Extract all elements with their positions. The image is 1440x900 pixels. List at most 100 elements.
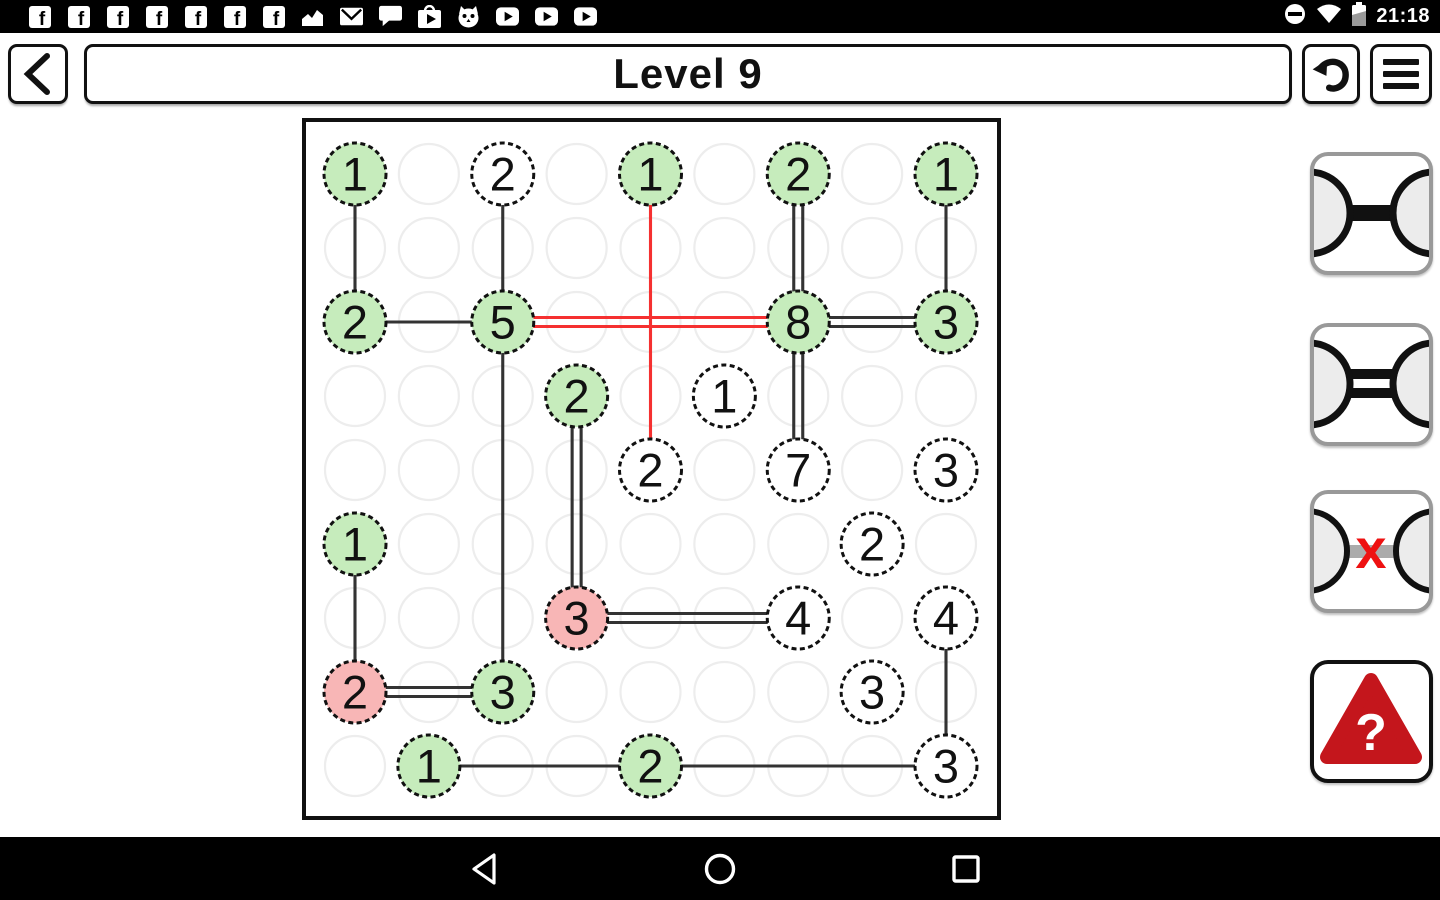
empty-cell bbox=[693, 438, 756, 502]
double-bridge-button[interactable] bbox=[1310, 323, 1433, 446]
node-circle-open bbox=[470, 141, 536, 207]
puzzle-node-5-1[interactable]: 1 bbox=[618, 141, 683, 207]
empty-cell bbox=[397, 216, 460, 280]
puzzle-node-1-3[interactable]: 2 bbox=[322, 289, 388, 355]
node-value: 8 bbox=[785, 296, 811, 349]
nav-back-button[interactable] bbox=[468, 851, 504, 887]
undo-button[interactable] bbox=[1302, 44, 1360, 104]
node-value: 2 bbox=[859, 518, 885, 571]
svg-text:f: f bbox=[194, 9, 201, 28]
single-bridge-icon bbox=[1314, 168, 1429, 258]
do-not-disturb-icon bbox=[1283, 2, 1307, 31]
svg-text:f: f bbox=[77, 9, 84, 28]
node-circle-satisfied bbox=[913, 141, 979, 207]
puzzle-node-4-7[interactable]: 3 bbox=[544, 585, 610, 651]
node-value: 2 bbox=[785, 148, 811, 201]
puzzle-node-7-3[interactable]: 8 bbox=[765, 289, 831, 355]
puzzle-node-7-5[interactable]: 7 bbox=[765, 437, 831, 503]
wifi-icon bbox=[1316, 2, 1342, 31]
no-bridge-button[interactable]: x bbox=[1310, 490, 1433, 613]
chat-icon bbox=[379, 5, 402, 28]
empty-cell bbox=[914, 364, 978, 428]
empty-cell bbox=[545, 216, 608, 280]
node-value: 3 bbox=[933, 296, 959, 349]
puzzle-node-9-1[interactable]: 1 bbox=[913, 141, 979, 207]
node-value: 1 bbox=[711, 370, 737, 423]
svg-text:f: f bbox=[233, 9, 240, 28]
node-circle-open bbox=[913, 585, 979, 651]
nav-home-button[interactable] bbox=[702, 851, 738, 887]
puzzle-node-3-8[interactable]: 3 bbox=[470, 659, 536, 725]
video-icon bbox=[574, 5, 597, 28]
hint-button[interactable]: ? bbox=[1310, 660, 1433, 783]
node-value: 1 bbox=[933, 148, 959, 201]
node-value: 3 bbox=[859, 666, 885, 719]
double-bridge-icon bbox=[1314, 339, 1429, 429]
undo-icon bbox=[1312, 58, 1349, 92]
facebook-icon: f bbox=[67, 5, 90, 28]
puzzle-node-1-1[interactable]: 1 bbox=[322, 141, 388, 207]
facebook-icon: f bbox=[262, 5, 285, 28]
empty-cell bbox=[693, 512, 756, 576]
empty-cell bbox=[545, 660, 608, 724]
puzzle-node-7-1[interactable]: 2 bbox=[765, 141, 831, 207]
menu-button[interactable] bbox=[1370, 44, 1432, 104]
puzzle-node-8-8[interactable]: 3 bbox=[839, 659, 905, 725]
puzzle-node-1-8[interactable]: 2 bbox=[322, 659, 388, 725]
puzzle-node-5-9[interactable]: 2 bbox=[618, 733, 683, 799]
puzzle-node-9-9[interactable]: 3 bbox=[913, 733, 979, 799]
empty-cell bbox=[397, 438, 460, 502]
chart-icon bbox=[301, 5, 324, 28]
svg-text:x: x bbox=[1355, 517, 1386, 580]
puzzle-node-1-6[interactable]: 1 bbox=[322, 511, 388, 577]
empty-cell bbox=[693, 586, 756, 650]
node-value: 3 bbox=[490, 666, 516, 719]
owl-icon bbox=[457, 5, 480, 28]
node-value: 2 bbox=[637, 444, 663, 497]
nav-recents-button[interactable] bbox=[948, 851, 984, 887]
clock: 21:18 bbox=[1376, 5, 1430, 27]
video-icon bbox=[496, 5, 519, 28]
puzzle-node-5-5[interactable]: 2 bbox=[618, 437, 683, 503]
back-button[interactable] bbox=[8, 44, 68, 104]
empty-cell bbox=[397, 364, 460, 428]
single-bridge-button[interactable] bbox=[1310, 152, 1433, 275]
empty-cell bbox=[545, 142, 608, 206]
menu-icon bbox=[1383, 59, 1419, 65]
warning-question-icon: ? bbox=[1320, 673, 1422, 764]
puzzle-node-2-9[interactable]: 1 bbox=[396, 733, 462, 799]
empty-cell bbox=[841, 586, 904, 650]
node-value: 7 bbox=[785, 444, 811, 497]
svg-text:f: f bbox=[272, 9, 279, 28]
node-circle-open bbox=[913, 437, 979, 503]
puzzle-node-9-7[interactable]: 4 bbox=[913, 585, 979, 651]
puzzle-node-8-6[interactable]: 2 bbox=[839, 511, 905, 577]
empty-cell bbox=[767, 364, 830, 428]
no-bridge-icon: x bbox=[1314, 508, 1429, 594]
node-value: 1 bbox=[416, 740, 442, 793]
facebook-icon: f bbox=[28, 5, 51, 28]
puzzle-node-7-7[interactable]: 4 bbox=[765, 585, 831, 651]
puzzle-node-9-3[interactable]: 3 bbox=[913, 289, 979, 355]
facebook-icon: f bbox=[184, 5, 207, 28]
chevron-left-icon bbox=[23, 53, 50, 95]
node-value: 1 bbox=[342, 518, 368, 571]
svg-text:f: f bbox=[38, 9, 45, 28]
node-circle-satisfied bbox=[470, 659, 536, 725]
puzzle-node-9-5[interactable]: 3 bbox=[913, 437, 979, 503]
node-circle-overloaded bbox=[322, 659, 388, 725]
android-nav-bar bbox=[0, 837, 1440, 900]
email-icon bbox=[340, 5, 363, 28]
node-value: 4 bbox=[933, 592, 959, 645]
node-value: 3 bbox=[933, 444, 959, 497]
svg-text:?: ? bbox=[1355, 704, 1387, 762]
puzzle-node-4-4[interactable]: 2 bbox=[544, 363, 610, 429]
node-value: 1 bbox=[342, 148, 368, 201]
node-value: 4 bbox=[785, 592, 811, 645]
puzzle-node-3-1[interactable]: 2 bbox=[470, 141, 536, 207]
puzzle-node-3-3[interactable]: 5 bbox=[470, 289, 536, 355]
puzzle-node-6-4[interactable]: 1 bbox=[691, 363, 757, 429]
node-circle-satisfied bbox=[470, 289, 536, 355]
